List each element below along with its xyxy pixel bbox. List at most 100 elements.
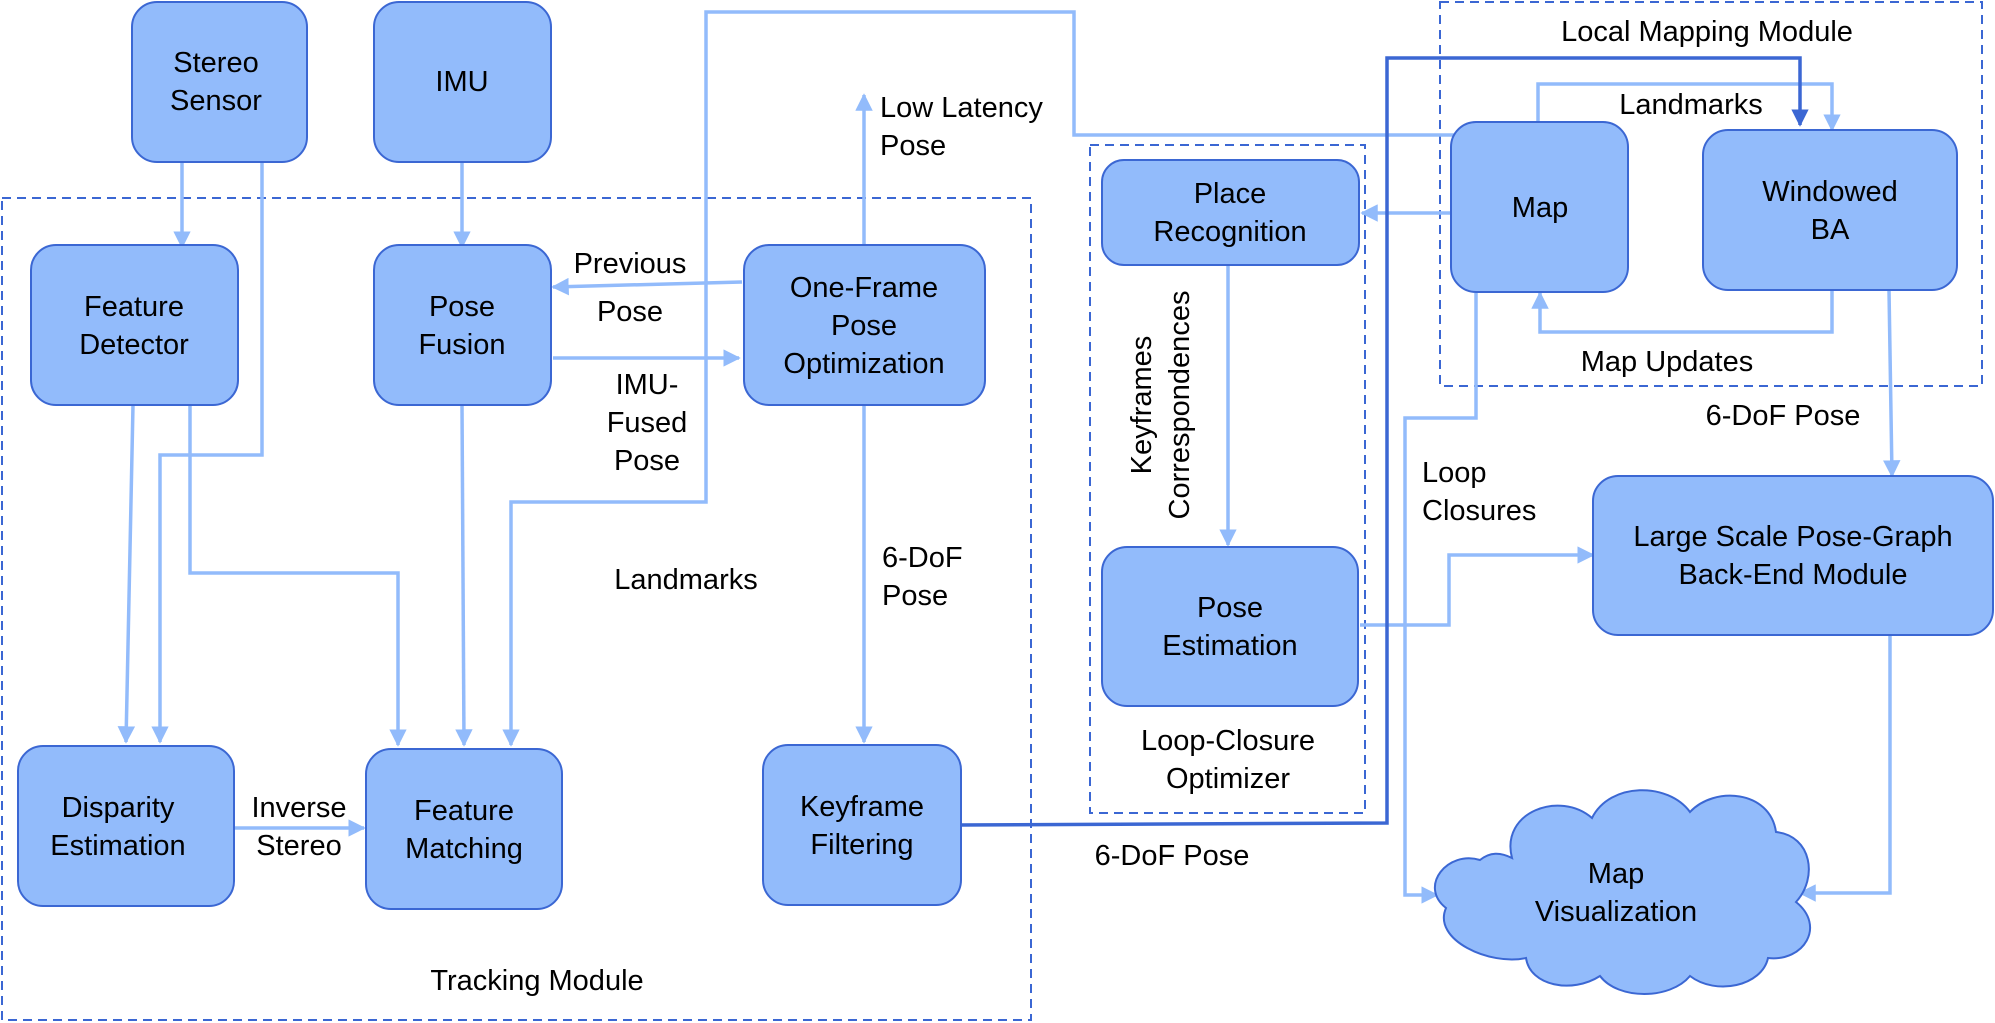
label-line: Closures (1422, 495, 1536, 527)
label-line: Keyframes (1126, 336, 1158, 475)
label-line: Matching (405, 833, 523, 865)
label-line: BA (1811, 214, 1850, 246)
one-frame-pose-optimization-box (743, 244, 986, 406)
pose-estimation-box (1101, 546, 1359, 707)
label-line: Correspondences (1164, 291, 1196, 520)
label-line: Detector (79, 329, 189, 361)
label-line: Pose (597, 296, 663, 328)
edge-backend-to-visualization (1798, 635, 1892, 902)
sixdof-bottom-label: 6-DoF Pose (1095, 840, 1250, 872)
label-line: Fusion (418, 329, 505, 361)
feature-matching-box (365, 748, 563, 910)
label-line: One-Frame (790, 272, 938, 304)
label-line: 6-DoF Pose (1706, 400, 1861, 432)
label-line: Map (1512, 192, 1568, 224)
label-line: Stereo (173, 47, 258, 79)
map-box (1450, 121, 1629, 293)
label-line: Pose (429, 291, 495, 323)
edge-windowed-ba-to-backend (1882, 289, 1901, 478)
landmarks-map-label: Landmarks (1619, 89, 1762, 121)
edges (117, 10, 1901, 904)
edge-pose-estimation-to-backend (1360, 546, 1595, 627)
label-line: Back-End Module (1679, 559, 1908, 591)
edge-map-to-visualization (1403, 293, 1478, 904)
backend-module-box (1592, 475, 1994, 636)
local-mapping-module-title: Local Mapping Module (1561, 16, 1853, 48)
label-line: Landmarks (1619, 89, 1762, 121)
label-line: Keyframe (800, 791, 924, 823)
label-line: Recognition (1153, 216, 1306, 248)
label-line: Feature (414, 795, 514, 827)
label-line: Disparity (62, 792, 175, 824)
label-line: Place (1194, 178, 1267, 210)
label-line: Fused (607, 407, 688, 439)
label-line: Tracking Module (430, 965, 643, 997)
label-line: Low Latency (880, 92, 1043, 124)
stereo-sensor-box (131, 1, 308, 163)
label-line: Estimation (50, 830, 185, 862)
map-label: Map (1512, 192, 1568, 224)
tracking-module-region (1, 197, 1032, 1021)
map-visualization-cloud (1433, 789, 1811, 995)
sixdof-right-label: 6-DoF Pose (1706, 400, 1861, 432)
label-line: Pose (1197, 592, 1263, 624)
label-line: Loop (1422, 457, 1487, 489)
disparity-estimation-box (17, 745, 235, 907)
local-mapping-module-region (1439, 1, 1983, 387)
edge-windowed-ba-map-updates (1531, 290, 1834, 334)
label-line: 6-DoF Pose (1095, 840, 1250, 872)
feature-detector-box (30, 244, 239, 406)
edge-one-frame-to-pose-fusion (551, 277, 743, 296)
label-line: IMU (435, 66, 488, 98)
label-line: Previous (574, 248, 687, 280)
label-line: Landmarks (614, 564, 757, 596)
label-line: Sensor (170, 85, 262, 117)
tracking-module-title: Tracking Module (430, 965, 643, 997)
label-line: Inverse (251, 792, 346, 824)
edge-detector-to-disparity (117, 404, 136, 744)
label-line: 6-DoF (882, 542, 963, 574)
imu-box (373, 1, 552, 163)
keyframe-filtering-box (762, 744, 962, 906)
label-line: Large Scale Pose-Graph (1633, 521, 1952, 553)
module-titles: Tracking Module Local Mapping Module Loo… (430, 16, 1853, 997)
label-line: Stereo (256, 830, 341, 862)
label-line: Visualization (1535, 896, 1697, 928)
label-line: Pose (831, 310, 897, 342)
label-line: Pose (880, 130, 946, 162)
edge-map-landmarks-to-matching (502, 10, 1456, 747)
edge-keyframe-to-windowed-ba (959, 56, 1809, 827)
map-updates-label: Map Updates (1581, 346, 1754, 378)
label-line: Pose (614, 445, 680, 477)
edge-stereo-to-disparity (151, 162, 264, 744)
label-line: Optimization (783, 348, 944, 380)
loop-closure-optimizer-region (1089, 144, 1366, 814)
landmarks-tracking-label: Landmarks (614, 564, 757, 596)
place-recognition-box (1101, 159, 1360, 266)
label-line: Local Mapping Module (1561, 16, 1853, 48)
windowed-ba-box (1702, 129, 1958, 291)
edge-map-landmarks-to-windowed-ba (1536, 82, 1841, 132)
edge-detector-to-matching (188, 405, 407, 747)
pose-fusion-box (373, 244, 552, 406)
label-line: Map (1588, 858, 1644, 890)
